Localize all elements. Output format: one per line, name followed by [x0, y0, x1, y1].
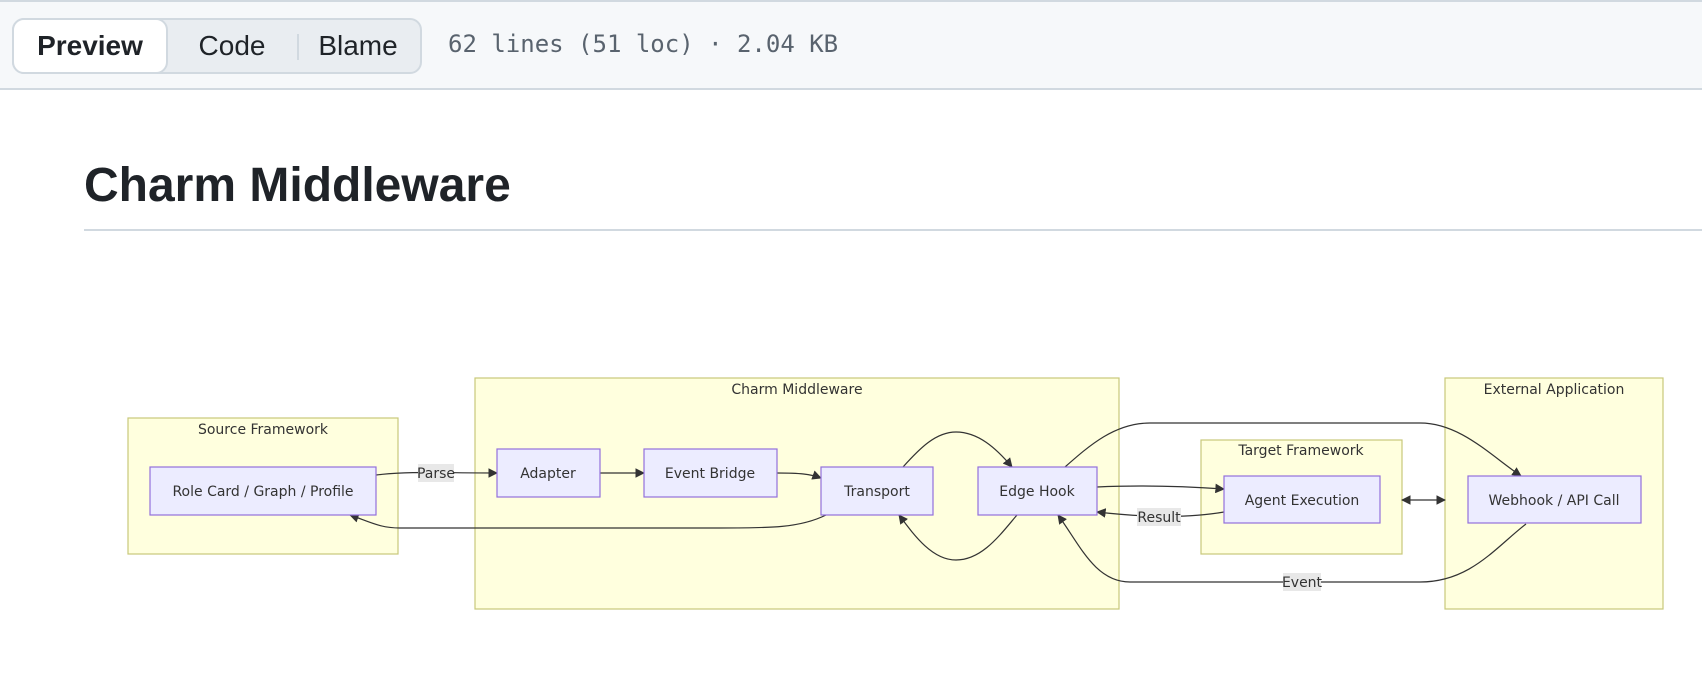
edge-edge-hook-to-transport — [898, 514, 1018, 561]
tab-code[interactable]: Code — [198, 30, 266, 61]
node-adapter: Adapter — [496, 448, 601, 498]
cluster-label-charm: Charm Middleware — [731, 382, 862, 398]
node-agent-execution: Agent Execution — [1223, 475, 1381, 524]
node-transport: Transport — [820, 466, 934, 516]
file-info: 62 lines (51 loc) · 2.04 KB — [448, 30, 839, 58]
cluster-label-target: Target Framework — [1237, 443, 1364, 459]
svg-text:Webhook / API Call: Webhook / API Call — [1489, 493, 1620, 509]
node-edge-hook: Edge Hook — [977, 466, 1098, 516]
file-view-toolbar: Preview Code Blame 62 lines (51 loc) · 2… — [0, 0, 1702, 90]
node-event-bridge: Event Bridge — [643, 448, 778, 498]
edge-edge-hook-to-webhook — [1064, 422, 1522, 477]
svg-text:Edge Hook: Edge Hook — [999, 484, 1075, 500]
tab-preview[interactable]: Preview — [12, 18, 168, 74]
node-role-card-graph-profile: Role Card / Graph / Profile — [149, 466, 377, 516]
edge-webhook-to-edge-hook — [1057, 514, 1527, 583]
svg-text:Event Bridge: Event Bridge — [665, 466, 755, 482]
edge-label-event: Event — [1282, 573, 1323, 591]
title-divider — [84, 229, 1702, 231]
svg-text:Parse: Parse — [417, 466, 455, 482]
svg-text:Role Card / Graph / Profile: Role Card / Graph / Profile — [172, 484, 353, 500]
tab-blame[interactable]: Blame — [318, 30, 398, 61]
svg-text:Adapter: Adapter — [520, 466, 576, 482]
edge-transport-to-edge-hook — [902, 431, 1013, 468]
edge-label-result: Result — [1137, 508, 1181, 526]
edge-edge-hook-to-agent — [1096, 483, 1225, 494]
cluster-label-source: Source Framework — [198, 422, 329, 438]
edge-label-parse: Parse — [417, 464, 455, 482]
cluster-target-framework: Target Framework — [1200, 439, 1403, 555]
svg-text:Event: Event — [1282, 575, 1323, 591]
svg-text:Agent Execution: Agent Execution — [1245, 493, 1360, 509]
tab-divider — [297, 34, 299, 60]
edge-transport-to-role-card — [349, 513, 827, 529]
node-webhook-api-call: Webhook / API Call — [1467, 475, 1642, 524]
view-mode-switcher: Preview Code Blame — [12, 18, 422, 74]
cluster-label-external: External Application — [1484, 382, 1625, 398]
page-title: Charm Middleware — [84, 159, 511, 212]
svg-text:Transport: Transport — [843, 484, 910, 500]
svg-text:Result: Result — [1137, 510, 1181, 526]
edge-event-bridge-to-transport — [776, 470, 822, 480]
